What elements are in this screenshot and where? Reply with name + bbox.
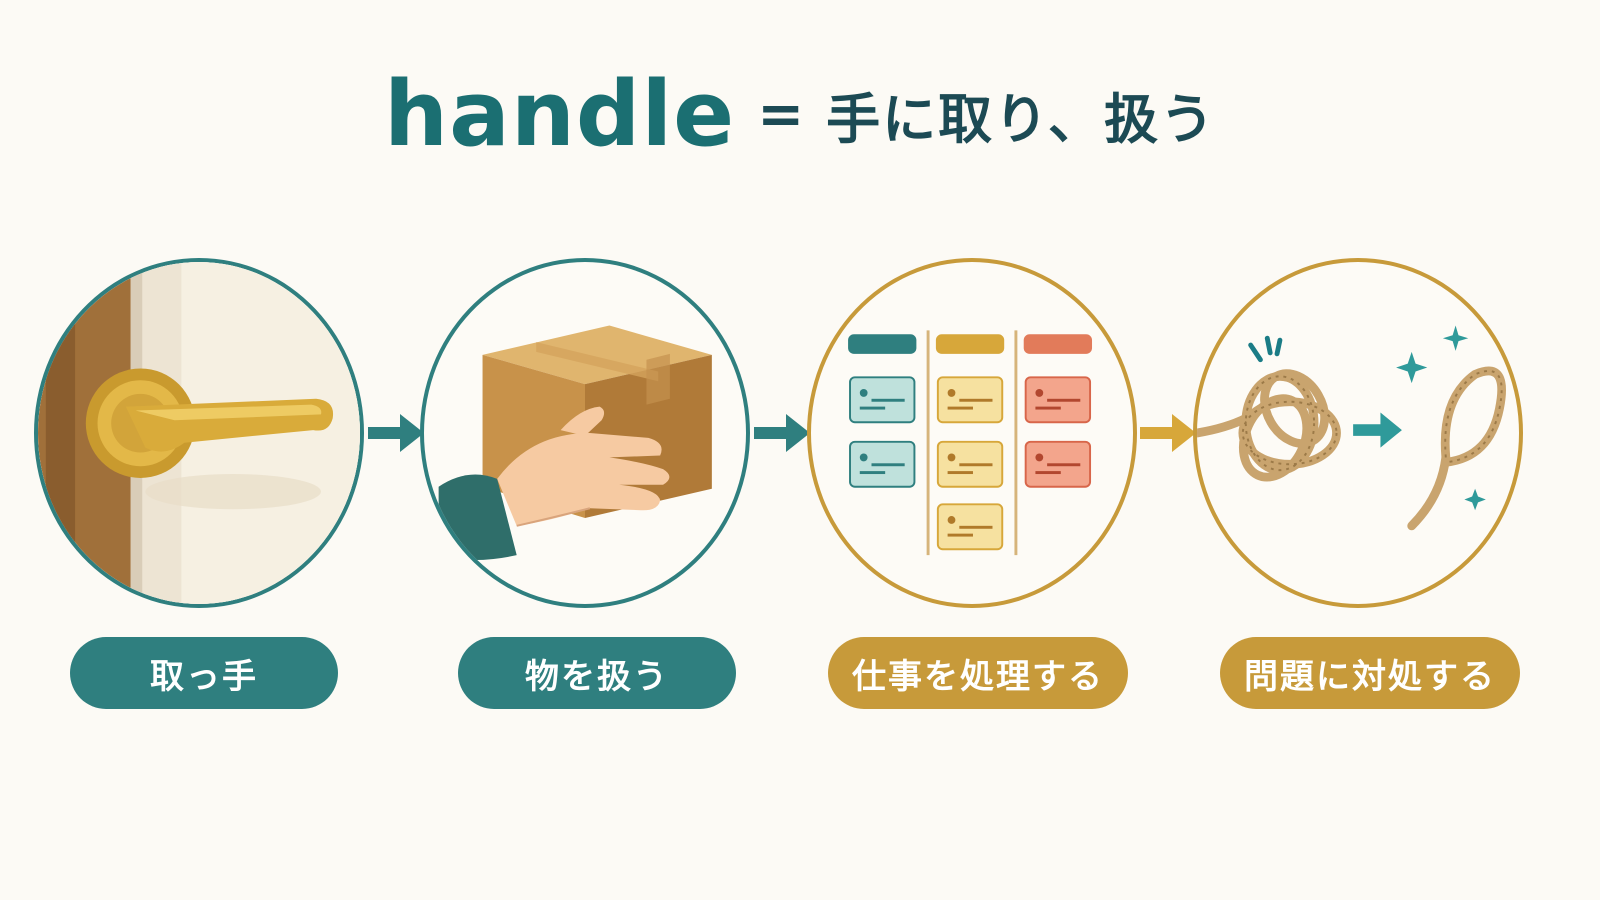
step-4-label: 問題に対処する xyxy=(1220,637,1520,709)
title-meaning: 手に取り、扱う xyxy=(826,88,1216,151)
page-title: handle = 手に取り、扱う xyxy=(0,62,1600,167)
step-2-illustration xyxy=(420,258,750,608)
hand-box-icon xyxy=(438,325,712,561)
door-handle-icon xyxy=(38,262,360,604)
step-2-label: 物を扱う xyxy=(458,637,736,709)
title-word: handle xyxy=(384,62,736,167)
arrow-right-icon xyxy=(752,408,812,458)
task-board-icon xyxy=(848,330,1093,556)
step-1-illustration xyxy=(34,258,364,608)
title-equals: = xyxy=(757,82,805,147)
arrow-right-icon xyxy=(366,408,426,458)
arrow-right-icon xyxy=(1138,408,1198,458)
step-3-illustration xyxy=(807,258,1137,608)
step-4-illustration xyxy=(1193,258,1523,608)
step-3-label: 仕事を処理する xyxy=(828,637,1128,709)
step-1-label: 取っ手 xyxy=(70,637,338,709)
untangled-rope-icon xyxy=(1197,325,1507,531)
